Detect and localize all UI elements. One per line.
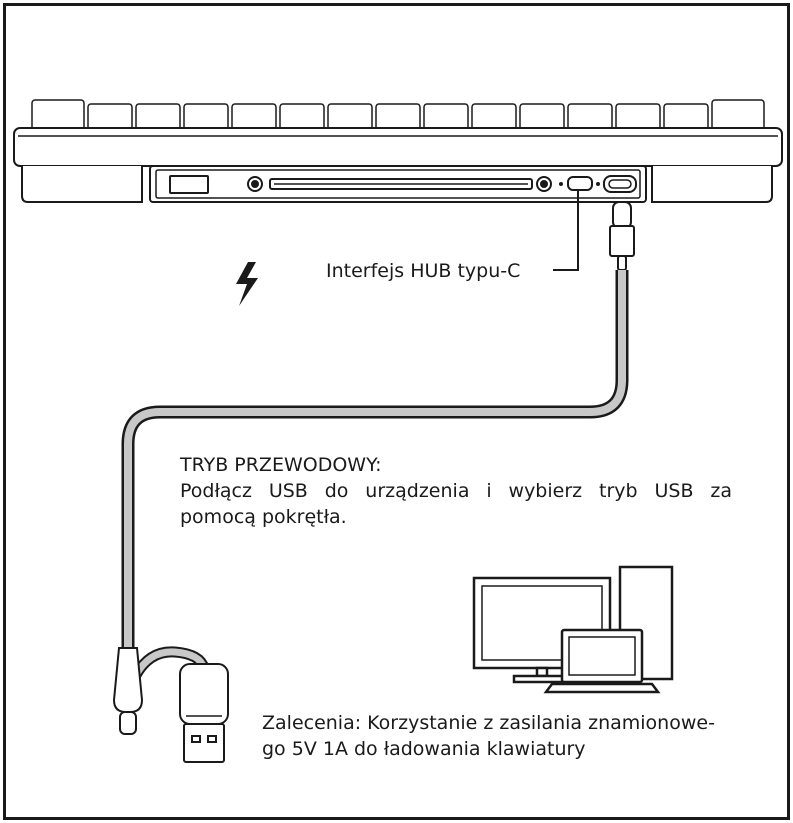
desktop-computer-icon xyxy=(472,565,674,684)
hub-port-callout xyxy=(553,191,579,271)
keycap-row xyxy=(31,99,765,131)
keyboard-case xyxy=(13,127,783,167)
keyboard-icon xyxy=(13,99,783,203)
recommendation-line-2: go 5V 1A do ładowania klawiatury xyxy=(262,738,586,760)
wired-mode-instructions: TRYB PRZEWODOWY: Podłącz USB do urządzen… xyxy=(180,452,732,530)
usb-c-plug-bottom xyxy=(112,647,144,735)
hub-port-label: Interfejs HUB typu-C xyxy=(326,260,521,282)
switch-slot xyxy=(169,175,209,194)
usb-a-plug-icon xyxy=(179,663,229,763)
hub-type-c-port xyxy=(567,176,593,191)
laptop-icon xyxy=(543,628,661,694)
wired-mode-line-2: pomocą pokrętła. xyxy=(180,506,347,528)
wired-mode-title: TRYB PRZEWODOWY: xyxy=(180,454,382,476)
recommendation-line-1: Zalecenia: Korzystanie z zasilania znami… xyxy=(262,712,715,734)
usb-cable-icon xyxy=(121,270,629,678)
lightning-bolt-icon xyxy=(236,262,258,306)
usb-c-plug-icon xyxy=(609,201,635,271)
wired-mode-line-1: Podłącz USB do urządzenia i wybierz tryb… xyxy=(180,480,732,502)
recommendation-note: Zalecenia: Korzystanie z zasilania znami… xyxy=(262,710,715,762)
